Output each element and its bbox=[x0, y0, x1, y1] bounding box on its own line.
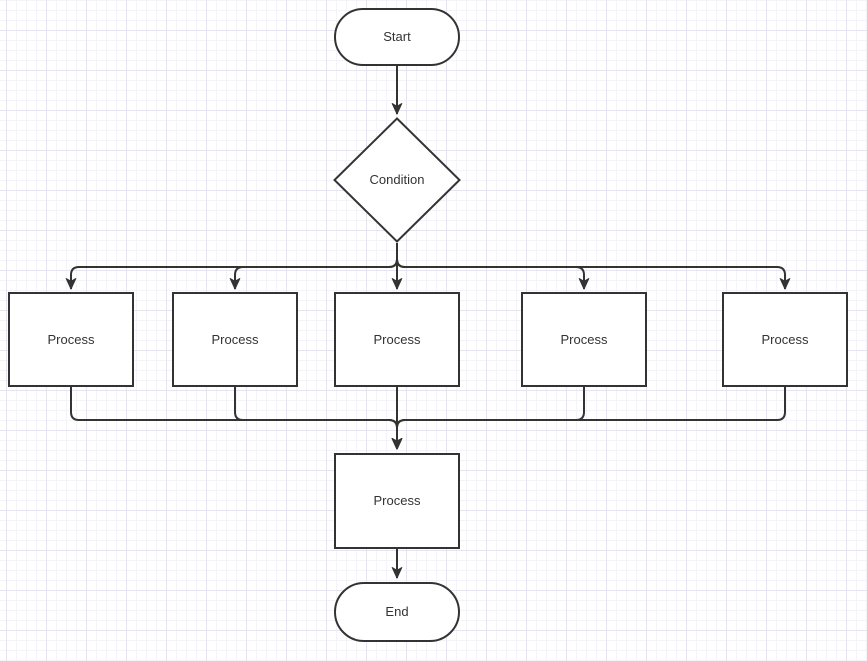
node-process-merge-label: Process bbox=[373, 493, 421, 509]
edge-condition-to-process-2[interactable] bbox=[229, 243, 398, 290]
edge-condition-to-process-1[interactable] bbox=[65, 243, 398, 290]
node-condition-label: Condition bbox=[369, 172, 425, 188]
node-process-4-label: Process bbox=[560, 331, 608, 347]
decision-diamond-shape bbox=[333, 117, 461, 243]
node-process-4[interactable]: Process bbox=[521, 292, 647, 387]
edge-condition-to-process-4[interactable] bbox=[396, 243, 590, 290]
edge-process-4-to-merge[interactable] bbox=[391, 387, 585, 450]
node-start-label: Start bbox=[383, 29, 411, 45]
node-process-2[interactable]: Process bbox=[172, 292, 298, 387]
edge-process-5-to-merge[interactable] bbox=[391, 387, 786, 450]
node-end[interactable]: End bbox=[334, 582, 460, 642]
node-start[interactable]: Start bbox=[334, 8, 460, 66]
node-process-5-label: Process bbox=[761, 331, 809, 347]
node-process-1-label: Process bbox=[47, 331, 95, 347]
node-end-label: End bbox=[385, 604, 409, 620]
edge-condition-to-process-5[interactable] bbox=[396, 243, 791, 290]
node-process-1[interactable]: Process bbox=[8, 292, 134, 387]
edge-process-1-to-merge[interactable] bbox=[70, 387, 403, 450]
node-condition[interactable]: Condition bbox=[333, 117, 461, 243]
node-process-3[interactable]: Process bbox=[334, 292, 460, 387]
edge-process-2-to-merge[interactable] bbox=[234, 387, 403, 450]
node-process-5[interactable]: Process bbox=[722, 292, 848, 387]
node-process-3-label: Process bbox=[373, 331, 421, 347]
node-process-2-label: Process bbox=[211, 331, 259, 347]
node-process-merge[interactable]: Process bbox=[334, 453, 460, 549]
